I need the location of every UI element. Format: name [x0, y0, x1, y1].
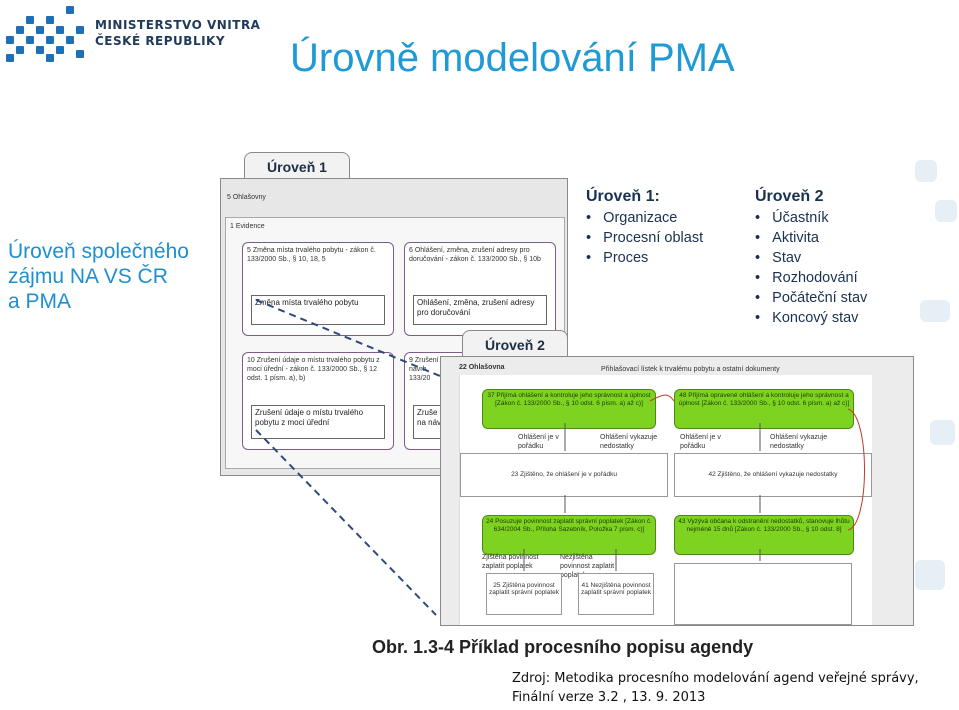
decor-dot [935, 200, 957, 222]
card-label: 10 Zrušení údaje o místu trvalého pobytu… [247, 357, 380, 382]
level2-list-item: • Stav [755, 250, 802, 266]
list-item-text: Rozhodování [772, 270, 858, 286]
level1-list-item: • Procesní oblast [586, 230, 704, 246]
list-item-text: Procesní oblast [603, 230, 704, 246]
level1-tab: Úroveň 1 [244, 152, 350, 181]
level2-list-item: • Účastník [755, 210, 829, 226]
process-state: 25 Zjištěna povinnost zaplatit správní p… [486, 573, 562, 615]
side-text-line-3: a PMA [8, 290, 72, 313]
level2-document: Přihlašovací lístek k trvalému pobytu a … [601, 366, 780, 373]
logo-line-1: MINISTERSTVO VNITRA [95, 18, 261, 32]
card-box: Změna místa trvalého pobytu [251, 295, 385, 325]
level1-card: 6 Ohlášení, změna, zrušení adresy pro do… [404, 242, 556, 336]
process-state-empty [674, 563, 852, 625]
card-label: 5 Změna místa trvalého pobytu - zákon č.… [247, 247, 376, 263]
list-item-text: Aktivita [772, 230, 819, 246]
logo-line-2: ČESKÉ REPUBLIKY [95, 34, 226, 48]
process-state: 41 Nezjištěna povinnost zaplatit správní… [578, 573, 654, 615]
decor-dot [920, 300, 950, 322]
level2-list-item: • Koncový stav [755, 310, 859, 326]
card-label: 6 Ohlášení, změna, zrušení adresy pro do… [409, 247, 541, 263]
side-text-line-1: Úroveň společného [8, 240, 189, 263]
branch-label: Zjištěna povinnost zaplatit poplatek [482, 554, 539, 570]
level2-header: 22 Ohlašovna [459, 364, 505, 371]
list-item-text: Proces [603, 250, 649, 266]
source-line-1: Zdroj: Metodika procesního modelování ag… [512, 671, 919, 686]
level2-tab: Úroveň 2 [462, 330, 568, 359]
process-state: 42 Zjištěno, že ohlášení vykazuje nedost… [674, 453, 872, 497]
list-item-text: Účastník [772, 210, 829, 226]
level1-header: 5 Ohlašovny [227, 194, 266, 201]
decor-dot [915, 160, 937, 182]
list-item-text: Koncový stav [772, 310, 859, 326]
decor-dot [915, 560, 945, 590]
branch-label: Ohlášení je v pořádku [680, 434, 721, 450]
level2-list-item: • Rozhodování [755, 270, 858, 286]
level1-card: 5 Změna místa trvalého pobytu - zákon č.… [242, 242, 394, 336]
level2-list: • Účastník • Aktivita • Stav • Rozhodová… [755, 208, 867, 328]
level1-list: • Organizace • Procesní oblast • Proces [586, 208, 703, 268]
card-box: Ohlášení, změna, zrušení adresy pro doru… [413, 295, 547, 325]
branch-label: Ohlášení vykazuje nedostatky [770, 434, 828, 450]
level1-card: 10 Zrušení údaje o místu trvalého pobytu… [242, 352, 394, 450]
branch-label: Ohlášení je v pořádku [518, 434, 559, 450]
process-step: 43 Vyzývá občana k odstranění nedostatků… [674, 515, 854, 555]
side-text-line-2: zájmu NA VS ČR [8, 265, 168, 288]
decor-dot [930, 420, 955, 445]
level2-list-heading: Úroveň 2 [755, 188, 824, 205]
level2-diagram: 37 Přijímá ohlášení a kontroluje jeho sp… [459, 375, 872, 625]
card-box: Zrušení údaje o místu trvalého pobytu z … [251, 405, 385, 439]
level2-list-item: • Počáteční stav [755, 290, 868, 306]
level2-panel: 22 Ohlašovna Přihlašovací lístek k trval… [440, 356, 914, 626]
flow-arrows [523, 394, 865, 571]
branch-label: Ohlášení vykazuje nedostatky [600, 434, 658, 450]
level1-list-item: • Proces [586, 250, 649, 266]
process-step: 37 Přijímá ohlášení a kontroluje jeho sp… [482, 389, 656, 429]
level1-list-item: • Organizace [586, 210, 678, 226]
source-line-2: Finální verze 3.2 , 13. 9. 2013 [512, 690, 706, 705]
list-item-text: Organizace [603, 210, 678, 226]
process-step: 48 Přijímá opravené ohlášení a kontroluj… [674, 389, 854, 429]
branch-label: Nezjištěna povinnost zaplatit poplatek [560, 554, 615, 579]
level1-list-heading: Úroveň 1: [586, 188, 660, 205]
list-item-text: Stav [772, 250, 802, 266]
process-step: 24 Posuzuje povinnost zaplatit správní p… [482, 515, 656, 555]
slide-title: Úrovně modelování PMA [290, 36, 735, 80]
ministry-logo-icon [6, 6, 84, 62]
list-item-text: Počáteční stav [772, 290, 868, 306]
level2-list-item: • Aktivita [755, 230, 819, 246]
level1-section-label: 1 Evidence [230, 223, 265, 230]
process-state: 23 Zjištěno, že ohlášení je v pořádku [460, 453, 668, 497]
figure-caption: Obr. 1.3-4 Příklad procesního popisu age… [372, 637, 754, 657]
